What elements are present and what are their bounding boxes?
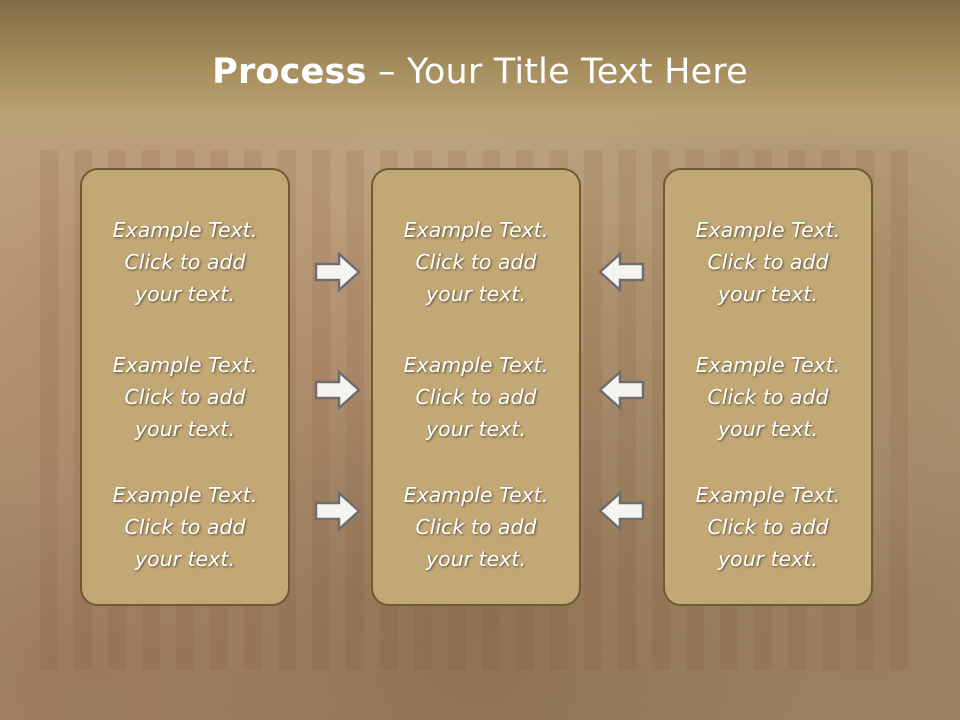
text-line: Click to add xyxy=(707,250,829,274)
text-line: your text. xyxy=(135,282,235,306)
text-line: Example Text. xyxy=(112,218,258,242)
text-block[interactable]: Example Text. Click to add your text. xyxy=(373,479,579,575)
text-line: Click to add xyxy=(124,515,246,539)
text-block[interactable]: Example Text. Click to add your text. xyxy=(373,214,579,310)
text-block[interactable]: Example Text. Click to add your text. xyxy=(665,479,871,575)
arrow-right-icon[interactable] xyxy=(313,489,363,533)
arrow-left-icon[interactable] xyxy=(596,368,646,412)
text-block[interactable]: Example Text. Click to add your text. xyxy=(82,214,288,310)
text-block[interactable]: Example Text. Click to add your text. xyxy=(665,214,871,310)
arrow-left-icon[interactable] xyxy=(596,250,646,294)
text-line: Click to add xyxy=(415,250,537,274)
slide-title[interactable]: Process – Your Title Text Here xyxy=(0,52,960,92)
arrow-right-icon[interactable] xyxy=(313,368,363,412)
text-line: your text. xyxy=(718,417,818,441)
text-block[interactable]: Example Text. Click to add your text. xyxy=(665,349,871,445)
text-line: Example Text. xyxy=(695,218,841,242)
text-line: Click to add xyxy=(707,385,829,409)
text-line: your text. xyxy=(426,547,526,571)
text-line: Example Text. xyxy=(112,483,258,507)
text-line: Example Text. xyxy=(695,483,841,507)
process-panel-left[interactable]: Example Text. Click to add your text. Ex… xyxy=(80,168,290,606)
arrow-right-icon[interactable] xyxy=(313,250,363,294)
title-rest: – Your Title Text Here xyxy=(366,52,748,92)
text-block[interactable]: Example Text. Click to add your text. xyxy=(82,479,288,575)
arrow-left-icon[interactable] xyxy=(596,489,646,533)
text-line: Click to add xyxy=(124,385,246,409)
text-block[interactable]: Example Text. Click to add your text. xyxy=(82,349,288,445)
text-line: Example Text. xyxy=(403,353,549,377)
text-line: your text. xyxy=(135,417,235,441)
text-block[interactable]: Example Text. Click to add your text. xyxy=(373,349,579,445)
text-line: your text. xyxy=(718,547,818,571)
process-panel-center[interactable]: Example Text. Click to add your text. Ex… xyxy=(371,168,581,606)
text-line: Example Text. xyxy=(403,483,549,507)
title-bold: Process xyxy=(212,52,367,92)
text-line: Example Text. xyxy=(112,353,258,377)
text-line: Click to add xyxy=(415,385,537,409)
text-line: your text. xyxy=(135,547,235,571)
text-line: Example Text. xyxy=(695,353,841,377)
text-line: Example Text. xyxy=(403,218,549,242)
text-line: Click to add xyxy=(415,515,537,539)
text-line: Click to add xyxy=(124,250,246,274)
text-line: your text. xyxy=(426,282,526,306)
process-panel-right[interactable]: Example Text. Click to add your text. Ex… xyxy=(663,168,873,606)
title-bar xyxy=(0,0,960,150)
text-line: your text. xyxy=(426,417,526,441)
text-line: Click to add xyxy=(707,515,829,539)
text-line: your text. xyxy=(718,282,818,306)
